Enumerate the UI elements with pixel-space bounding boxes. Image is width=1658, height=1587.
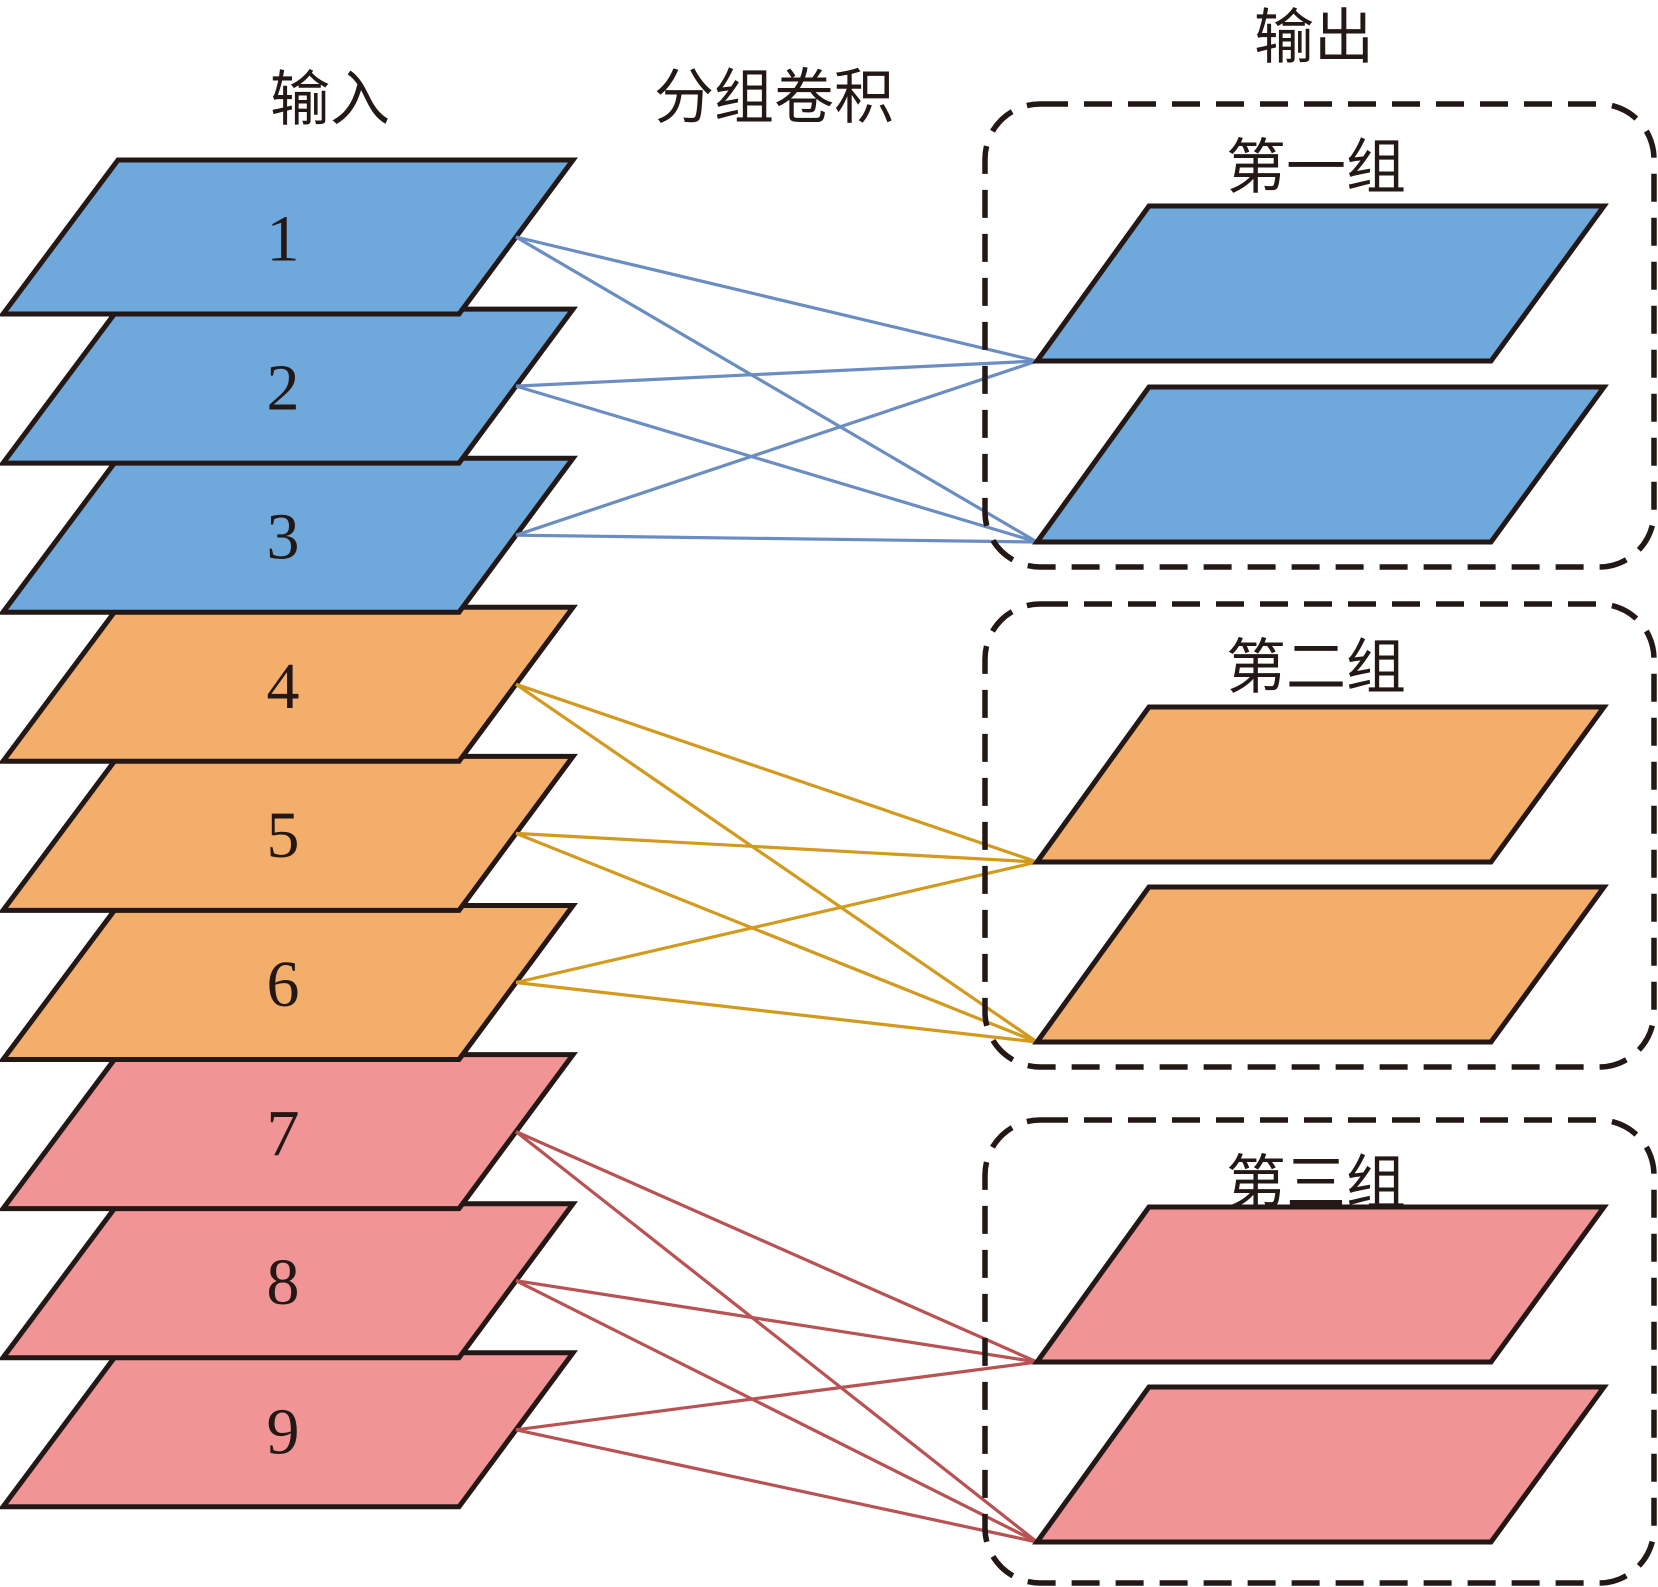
header-grouped-conv: 分组卷积 <box>654 63 894 133</box>
input-channel-8: 8 <box>0 1201 578 1361</box>
connection-1-to-group1-out2 <box>515 235 1038 544</box>
output-group-2: 第二组 <box>982 601 1657 1070</box>
group-dashed-box <box>982 1117 1657 1586</box>
output-plate-1 <box>1032 704 1609 865</box>
input-channel-label: 2 <box>267 352 300 425</box>
input-channel-1: 1 <box>0 157 578 317</box>
output-plate-2 <box>1032 1384 1609 1545</box>
input-plate <box>0 157 578 317</box>
output-group-3: 第三组 <box>982 1117 1657 1586</box>
input-channel-label: 5 <box>267 799 300 872</box>
connection-6-to-group2-out2 <box>515 980 1038 1044</box>
input-channel-label: 1 <box>267 203 300 276</box>
connection-9-to-group3-out1 <box>515 1360 1038 1432</box>
input-channels: 9 8 7 6 5 4 3 2 1 <box>0 157 578 1510</box>
input-channel-7: 7 <box>0 1052 578 1212</box>
header-input: 输入 <box>270 65 390 135</box>
connection-4-to-group2-out2 <box>515 682 1038 1044</box>
output-group-1: 第一组 <box>982 101 1657 570</box>
output-plate-2 <box>1032 384 1609 545</box>
input-channel-2: 2 <box>0 306 578 466</box>
input-channel-5: 5 <box>0 753 578 913</box>
connection-6-to-group2-out1 <box>515 860 1038 985</box>
connection-1-to-group1-out1 <box>515 235 1038 363</box>
connection-2-to-group1-out2 <box>515 384 1038 544</box>
connection-2-to-group1-out1 <box>515 359 1038 388</box>
group-dashed-box <box>982 101 1657 570</box>
connection-5-to-group2-out2 <box>515 831 1038 1044</box>
input-channel-label: 4 <box>267 650 300 723</box>
connections <box>515 235 1038 1544</box>
input-channel-label: 8 <box>267 1246 300 1319</box>
group-dashed-box <box>982 601 1657 1070</box>
input-channel-3: 3 <box>0 455 578 615</box>
connection-5-to-group2-out1 <box>515 831 1038 864</box>
connection-7-to-group3-out2 <box>515 1130 1038 1544</box>
input-channel-9: 9 <box>0 1350 578 1510</box>
connection-8-to-group3-out1 <box>515 1279 1038 1364</box>
connection-3-to-group1-out1 <box>515 359 1038 537</box>
header-output: 输出 <box>1254 3 1374 73</box>
input-channel-label: 9 <box>267 1395 300 1468</box>
connection-3-to-group1-out2 <box>515 533 1038 544</box>
input-channel-label: 6 <box>267 948 300 1021</box>
connection-7-to-group3-out1 <box>515 1130 1038 1364</box>
input-channel-4: 4 <box>0 604 578 764</box>
input-channel-label: 3 <box>267 501 300 574</box>
output-plate-1 <box>1032 1204 1609 1365</box>
group-label: 第二组 <box>1226 633 1406 703</box>
output-plate-1 <box>1032 203 1609 364</box>
output-plate-2 <box>1032 884 1609 1045</box>
connection-9-to-group3-out2 <box>515 1428 1038 1544</box>
connection-8-to-group3-out2 <box>515 1279 1038 1544</box>
input-channel-label: 7 <box>267 1097 300 1170</box>
input-channel-6: 6 <box>0 903 578 1062</box>
connection-4-to-group2-out1 <box>515 682 1038 864</box>
group-label: 第一组 <box>1226 133 1406 203</box>
